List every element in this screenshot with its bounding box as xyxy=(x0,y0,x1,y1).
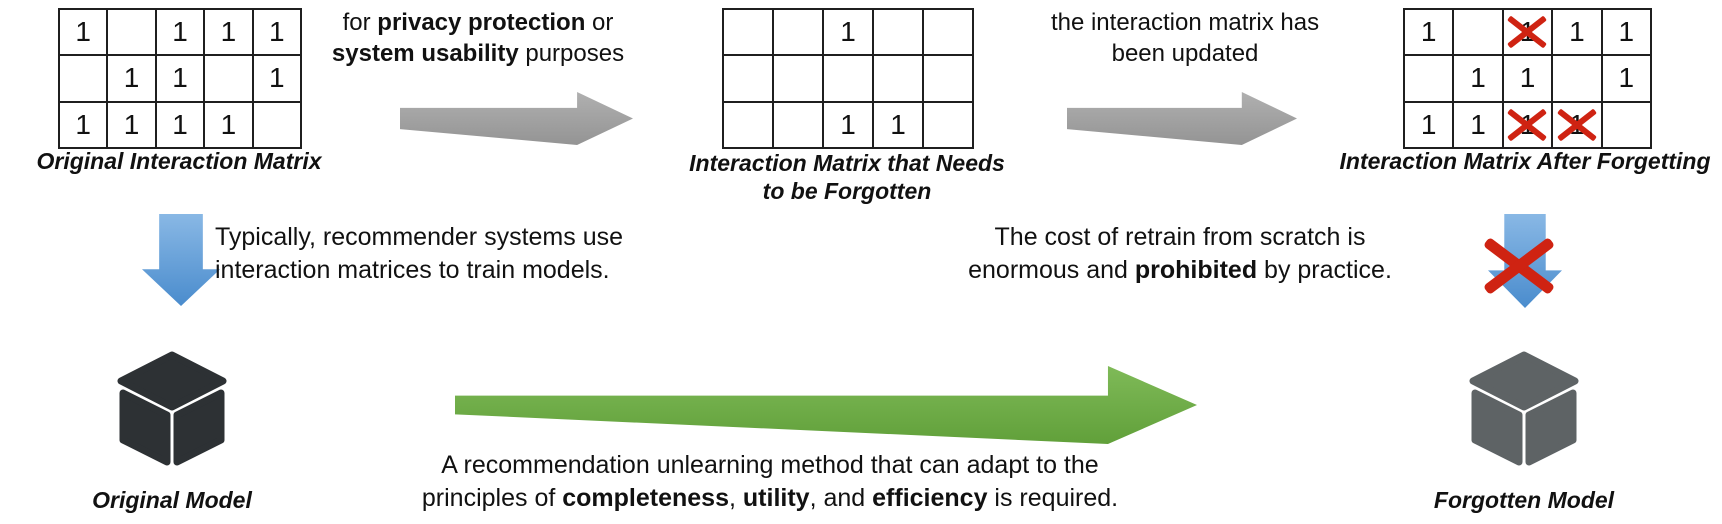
matrix-cell xyxy=(204,55,253,102)
matrix-cell xyxy=(59,55,108,102)
matrix-cell: 1 xyxy=(204,101,253,148)
matrix-cell: 1 xyxy=(823,9,873,56)
forgotten-model-cube-icon xyxy=(1469,351,1579,466)
matrix-cell xyxy=(252,101,301,148)
matrix-cell: 1 xyxy=(155,55,205,102)
matrix-cell: 1 xyxy=(1552,101,1602,148)
gray-right-arrow-icon xyxy=(400,92,633,145)
matrix-cell xyxy=(923,101,973,148)
original-model-label: Original Model xyxy=(92,487,252,513)
matrix-cell xyxy=(723,55,773,102)
matrix-cell: 1 xyxy=(1502,101,1553,148)
matrix-cell xyxy=(1453,9,1503,56)
matrix-cell xyxy=(823,55,873,102)
matrix-cell: 1 xyxy=(107,55,156,102)
matrix-cell: 1 xyxy=(252,55,301,102)
matrix-cell xyxy=(873,9,923,56)
matrix-cell: 1 xyxy=(1453,101,1503,148)
after-forgetting-matrix-label: Interaction Matrix After Forgetting xyxy=(1339,148,1711,174)
matrix-cell: 1 xyxy=(1502,9,1553,56)
matrix-cell xyxy=(773,9,823,56)
matrix-cell: 1 xyxy=(823,101,873,148)
original-matrix-label: Original Interaction Matrix xyxy=(36,148,322,174)
gray-right-arrow-icon xyxy=(1067,92,1297,145)
unlearning-method-annotation: A recommendation unlearning method that … xyxy=(421,451,1119,512)
matrix-cell: 1 xyxy=(59,9,108,56)
green-right-arrow-icon xyxy=(455,366,1197,444)
matrix-cell xyxy=(723,101,773,148)
matrix-cell: 1 xyxy=(204,9,253,56)
matrix-cell: 1 xyxy=(252,9,301,56)
matrix-cell: 1 xyxy=(1502,55,1553,102)
forgotten-model-label: Forgotten Model xyxy=(1433,487,1615,513)
matrix-cell: 1 xyxy=(1404,101,1454,148)
matrix-cell: 1 xyxy=(1601,55,1651,102)
matrix-cell: 1 xyxy=(155,9,205,56)
matrix-cell xyxy=(773,55,823,102)
matrix-cell xyxy=(873,55,923,102)
matrix-cell xyxy=(1404,55,1454,102)
original-model-cube-icon xyxy=(117,351,227,466)
matrix-cell: 1 xyxy=(155,101,205,148)
matrix-cell xyxy=(1552,55,1602,102)
matrix-cell: 1 xyxy=(1404,9,1454,56)
matrix-cell xyxy=(773,101,823,148)
matrix-cell: 1 xyxy=(1552,9,1602,56)
matrix-cell xyxy=(723,9,773,56)
matrix-cell xyxy=(923,9,973,56)
blue-down-arrow-icon xyxy=(1488,214,1562,308)
matrix-cell xyxy=(1601,101,1651,148)
blue-down-arrow-icon xyxy=(142,214,220,306)
matrix-cell: 1 xyxy=(873,101,923,148)
matrix-cell: 1 xyxy=(59,101,108,148)
matrix-cell: 1 xyxy=(1601,9,1651,56)
matrix-cell: 1 xyxy=(1453,55,1503,102)
matrix-cell xyxy=(107,9,156,56)
matrix-cell xyxy=(923,55,973,102)
matrix-cell: 1 xyxy=(107,101,156,148)
